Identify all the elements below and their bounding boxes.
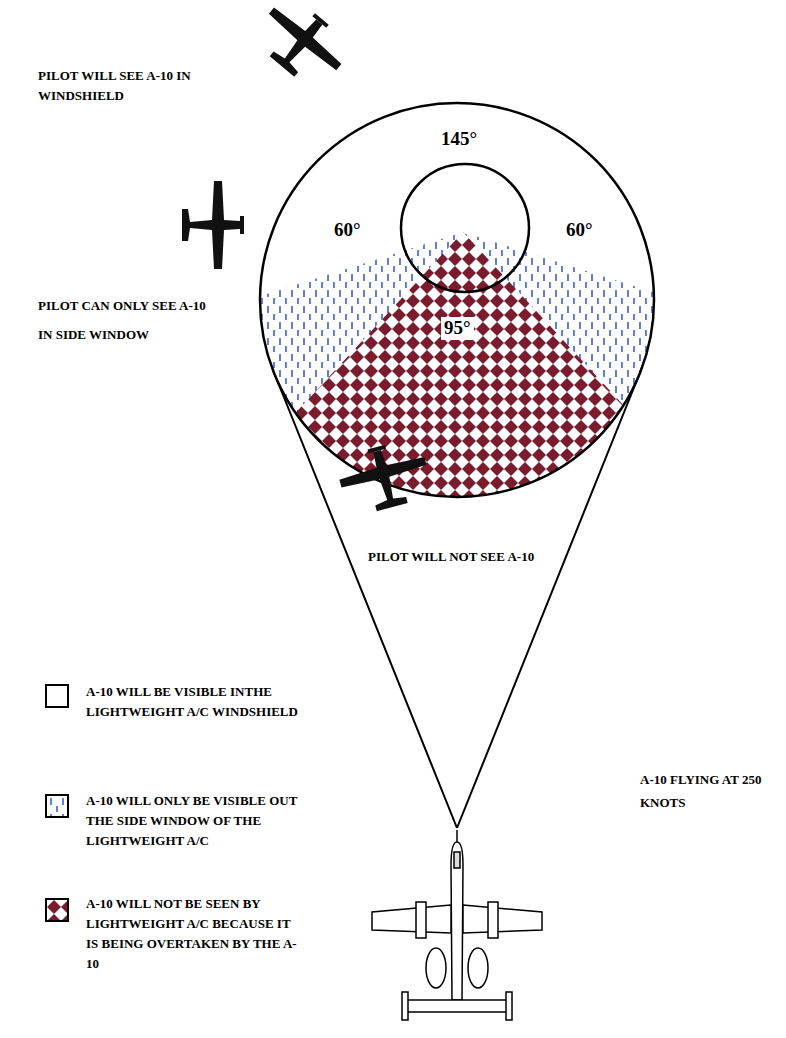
legend-swatch: [45, 898, 69, 922]
a10-aircraft: [372, 830, 542, 1020]
angle-label: 145°: [438, 128, 480, 151]
callout-text: PILOT CAN ONLY SEE A-10 IN SIDE WINDOW: [38, 292, 223, 349]
legend-swatch: [45, 794, 69, 818]
legend-swatch: [45, 684, 69, 708]
legend-text: A-10 WILL ONLY BE VISIBLE OUT THE SIDE W…: [86, 791, 301, 851]
legend-text: A-10 WILL BE VISIBLE INTHE LIGHTWEIGHT A…: [86, 682, 301, 722]
speed-note: A-10 FLYING AT 250 KNOTS: [640, 768, 775, 815]
callout-text: PILOT WILL SEE A-10 IN WINDSHIELD: [38, 66, 268, 105]
legend-text: A-10 WILL NOT BE SEEN BY LIGHTWEIGHT A/C…: [86, 894, 301, 975]
angle-label: 95°: [441, 317, 474, 340]
angle-label: 60°: [331, 219, 364, 242]
angle-label: 60°: [563, 219, 596, 242]
callout-text: PILOT WILL NOT SEE A-10: [366, 545, 560, 568]
